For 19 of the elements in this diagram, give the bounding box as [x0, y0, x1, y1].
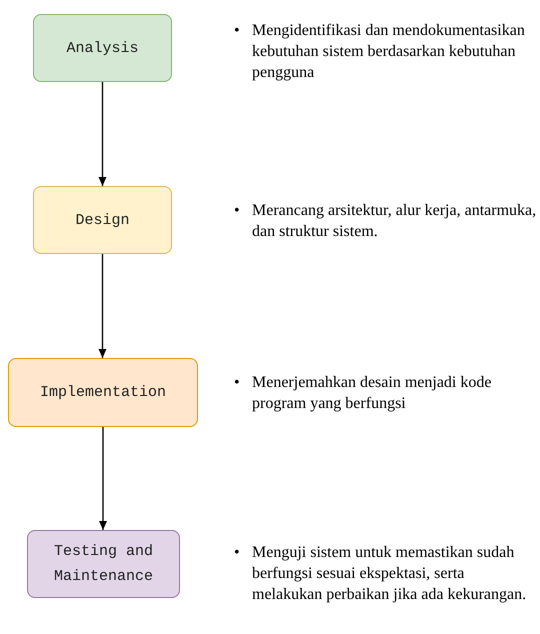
step-label: Testing and Maintenance: [52, 542, 154, 587]
bullet-mark: •: [234, 373, 240, 393]
process-box: [27, 530, 180, 598]
process-box: [33, 14, 172, 82]
process-box: [8, 358, 198, 427]
arrow: [99, 427, 107, 530]
process-box: [33, 186, 172, 254]
description-text: Menerjemahkan desain menjadi kode program yang berfungsi: [252, 373, 492, 414]
bullet-mark: •: [234, 201, 240, 221]
arrow: [98, 254, 106, 358]
step-label: Implementation: [38, 383, 168, 403]
step-label: Analysis: [65, 38, 140, 58]
bullet-mark: •: [234, 543, 240, 563]
arrow: [98, 82, 106, 186]
step-label: Design: [74, 210, 130, 230]
description-text: Merancang arsitektur, alur kerja, antarmuka, dan struktur sistem.: [252, 201, 538, 242]
bullet-mark: •: [234, 21, 240, 41]
description-text: Menguji sistem untuk memastikan sudah berfungsi sesuai ekspektasi, serta melakukan perbaikan jika ada kekurangan.: [252, 543, 528, 605]
description-text: Mengidentifikasi dan mendokumentasikan kebutuhan sistem berdasarkan kebutuhan pengguna: [252, 21, 526, 83]
